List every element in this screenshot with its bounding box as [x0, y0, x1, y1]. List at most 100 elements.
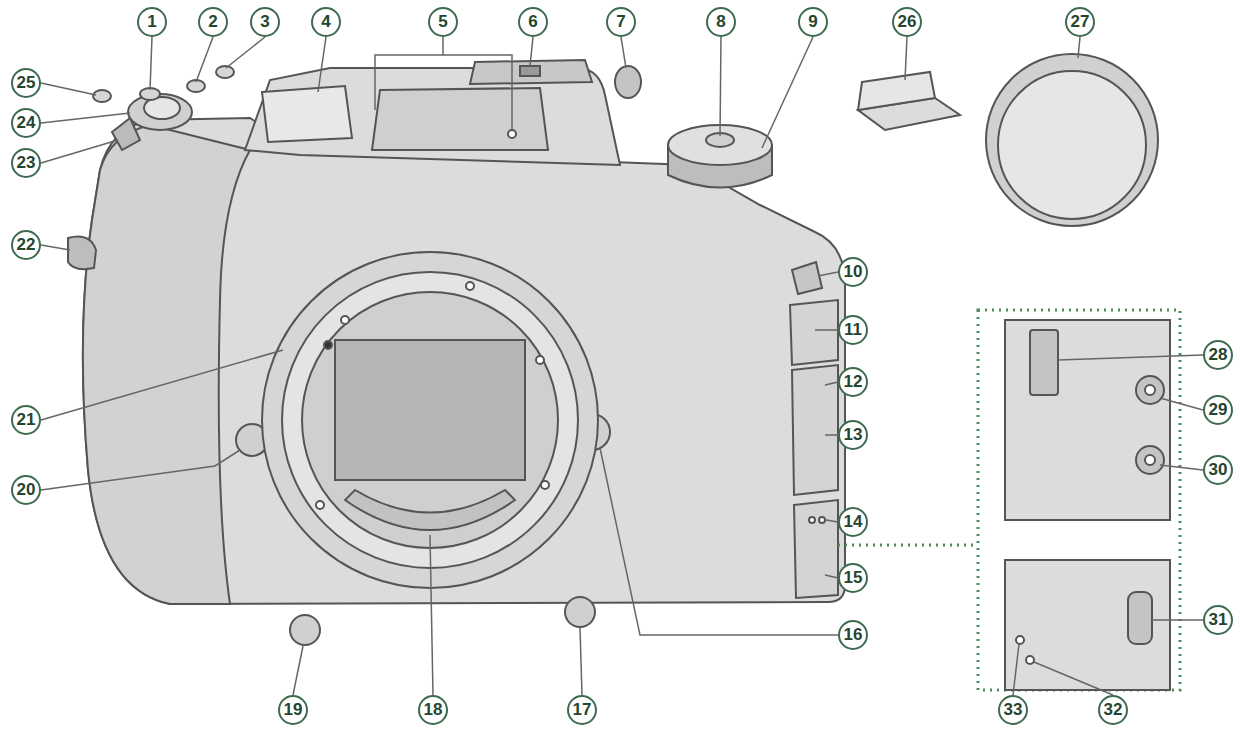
sensor-window — [508, 130, 516, 138]
leader-line — [1078, 37, 1080, 58]
leader-line — [1034, 662, 1113, 695]
function-button — [290, 615, 320, 645]
usb-port — [1128, 592, 1152, 644]
front-window — [372, 88, 548, 150]
leader-line — [825, 382, 838, 385]
terminal-inset — [838, 310, 1180, 690]
indicator-hole — [1026, 656, 1034, 664]
callout-number: 9 — [798, 7, 828, 37]
body-cap — [986, 54, 1158, 226]
callout-number: 10 — [838, 257, 868, 287]
leader-line — [905, 37, 907, 80]
mount-contacts — [345, 490, 515, 530]
leader-line — [720, 37, 721, 136]
leader-line — [430, 535, 433, 695]
camera-body — [83, 118, 845, 604]
callout-number: 26 — [892, 7, 922, 37]
leader-line — [621, 37, 626, 68]
function-button — [565, 597, 595, 627]
indicator-hole — [1016, 636, 1024, 644]
leader-line — [41, 450, 240, 490]
callout-number: 19 — [278, 695, 308, 725]
side-door — [790, 300, 838, 365]
terminal-mark — [819, 517, 825, 523]
mount-screw — [541, 481, 549, 489]
mount-ring — [282, 272, 578, 568]
leader-line — [818, 272, 838, 276]
callout-number: 6 — [518, 7, 548, 37]
callout-number: 33 — [998, 695, 1028, 725]
power-lever — [112, 118, 140, 150]
camera-body-group — [68, 54, 1158, 645]
mount-inner — [302, 292, 558, 548]
callout-number: 23 — [11, 148, 41, 178]
mount-screw — [466, 282, 474, 290]
leader-line — [600, 448, 838, 635]
grip — [83, 125, 250, 604]
leader-line — [41, 140, 118, 163]
callout-number: 7 — [606, 7, 636, 37]
callout-number: 17 — [567, 695, 597, 725]
callout-number: 22 — [11, 230, 41, 260]
mount-screw — [341, 316, 349, 324]
callout-number: 8 — [706, 7, 736, 37]
leader-lines — [41, 37, 1203, 695]
callout-number: 11 — [838, 315, 868, 345]
leader-line — [41, 350, 283, 420]
callout-number: 3 — [250, 7, 280, 37]
callout-number: 32 — [1098, 695, 1128, 725]
callout-number: 16 — [838, 620, 868, 650]
leader-line — [1013, 644, 1019, 695]
callout-number: 1 — [137, 7, 167, 37]
bracket — [443, 55, 512, 130]
port-panel — [1005, 560, 1170, 690]
mount-index — [324, 341, 332, 349]
leader-line — [762, 37, 813, 148]
headphone-jack-hole — [1145, 455, 1155, 465]
inset-connector — [838, 544, 978, 547]
callout-number: 30 — [1203, 455, 1233, 485]
callout-number: 24 — [11, 108, 41, 138]
side-door — [794, 500, 838, 598]
callout-number: 28 — [1203, 340, 1233, 370]
leader-line — [825, 575, 838, 578]
callout-number: 27 — [1065, 7, 1095, 37]
body-cap-face — [998, 71, 1146, 219]
callout-number: 4 — [311, 7, 341, 37]
callout-number: 14 — [838, 507, 868, 537]
leader-line — [530, 37, 533, 66]
port-panel — [1005, 320, 1170, 520]
front-dial — [68, 237, 96, 270]
callout-number: 31 — [1203, 605, 1233, 635]
inset-frame — [978, 310, 1180, 690]
leader-line — [1160, 465, 1203, 470]
callout-number: 20 — [11, 475, 41, 505]
leader-line — [580, 628, 582, 695]
leader-line — [41, 83, 96, 95]
callout-number: 2 — [198, 7, 228, 37]
callout-number: 12 — [838, 367, 868, 397]
leader-line — [1152, 619, 1203, 621]
leader-line — [226, 37, 265, 68]
hot-shoe-contact — [520, 66, 540, 76]
small-dial — [615, 66, 641, 98]
side-door — [792, 365, 838, 495]
sensor — [335, 340, 525, 480]
hdmi-port — [1030, 330, 1058, 395]
callout-number: 25 — [11, 68, 41, 98]
leader-line — [815, 329, 838, 331]
leader-line — [825, 434, 838, 436]
callout-number: 29 — [1203, 395, 1233, 425]
shutter-ring — [128, 94, 192, 130]
mount-screw — [536, 356, 544, 364]
leader-line — [41, 245, 70, 250]
bracket — [375, 37, 443, 110]
callout-number: 5 — [428, 7, 458, 37]
leader-line — [1058, 355, 1203, 360]
callout-number: 18 — [418, 695, 448, 725]
button — [216, 66, 234, 78]
callout-number: 13 — [838, 420, 868, 450]
leader-line — [318, 37, 326, 92]
